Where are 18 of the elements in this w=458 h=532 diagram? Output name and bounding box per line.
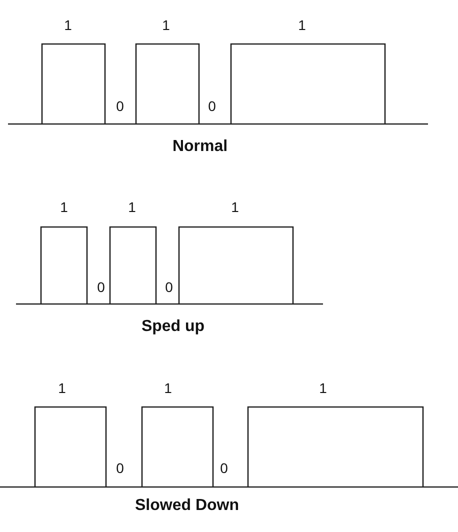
- bit-value: 0: [220, 460, 228, 476]
- bit-value: 0: [208, 98, 216, 114]
- waveform-caption: Sped up: [141, 318, 205, 336]
- bit-value: 0: [116, 98, 124, 114]
- bit-value: 0: [116, 460, 124, 476]
- bit-value: 0: [165, 279, 173, 295]
- bit-value: 0: [97, 279, 105, 295]
- bit-value: 1: [60, 199, 68, 215]
- bit-value: 1: [162, 17, 170, 33]
- bit-value: 1: [58, 380, 66, 396]
- bit-value: 1: [128, 199, 136, 215]
- bit-value: 1: [164, 380, 172, 396]
- waveform-caption: Normal: [172, 138, 228, 156]
- bit-value: 1: [231, 199, 239, 215]
- waveform-caption: Slowed Down: [135, 497, 239, 515]
- bit-value: 1: [298, 17, 306, 33]
- bit-value: 1: [64, 17, 72, 33]
- bit-value: 1: [319, 380, 327, 396]
